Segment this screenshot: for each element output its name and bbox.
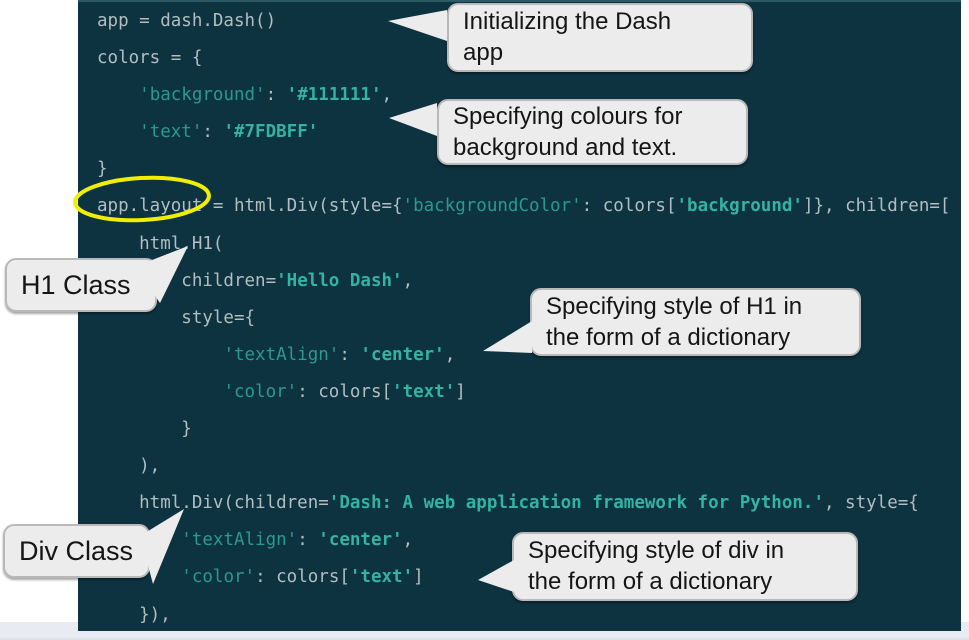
code-line: 'text': '#7FDBFF' (139, 122, 319, 143)
code-line: 'textAlign': 'center', (181, 530, 414, 551)
code-line: } (97, 419, 192, 440)
code-line: 'textAlign': 'center', (223, 344, 456, 365)
callout-text-line: the form of a dictionary (528, 568, 773, 595)
callout-text-line: app (463, 39, 504, 66)
code-line: children='Hello Dash', (97, 270, 414, 291)
code-line: style={ (97, 307, 256, 328)
callout-text-line: background and text. (453, 133, 678, 161)
code-line: 'background': '#111111', (139, 85, 393, 106)
code-line: html.H1( (97, 233, 224, 254)
code-line: } (97, 159, 108, 180)
code-line: app = dash.Dash() (97, 11, 277, 31)
callout-h1-class: H1 Class (5, 258, 157, 312)
callout-text-line: Specifying colours for (453, 102, 683, 130)
callout-text-line: Initializing the Dash (463, 8, 672, 35)
callout-text-line: H1 Class (21, 269, 131, 300)
callout-div-class: Div Class (3, 524, 150, 578)
callout-h1-style: Specifying style of H1 in the form of a d… (530, 288, 861, 356)
callout-div-style: Specifying style of div in the form of a … (512, 532, 858, 601)
code-line: ), (97, 456, 161, 477)
callout-initializing-dash-app: Initializing the Dash app (447, 3, 753, 72)
code-line: colors = { (97, 48, 203, 69)
code-line: app.layout = html.Div(style={'background… (97, 196, 951, 217)
code-line: html.Div(children='Dash: A web applicati… (97, 493, 919, 514)
callout-text-line: Specifying style of H1 in (546, 292, 803, 320)
callout-text-line: Div Class (19, 535, 134, 566)
code-line: 'color': colors['text'] (181, 567, 424, 588)
code-lines: app = dash.Dash() colors = { 'background'… (78, 2, 961, 631)
callout-text-line: Specifying style of div in (528, 537, 785, 564)
callout-specifying-colours: Specifying colours for background and tex… (437, 99, 748, 165)
code-line: }), (97, 604, 171, 625)
callout-text-line: the form of a dictionary (546, 323, 791, 351)
code-line: 'color': colors['text'] (223, 381, 466, 402)
